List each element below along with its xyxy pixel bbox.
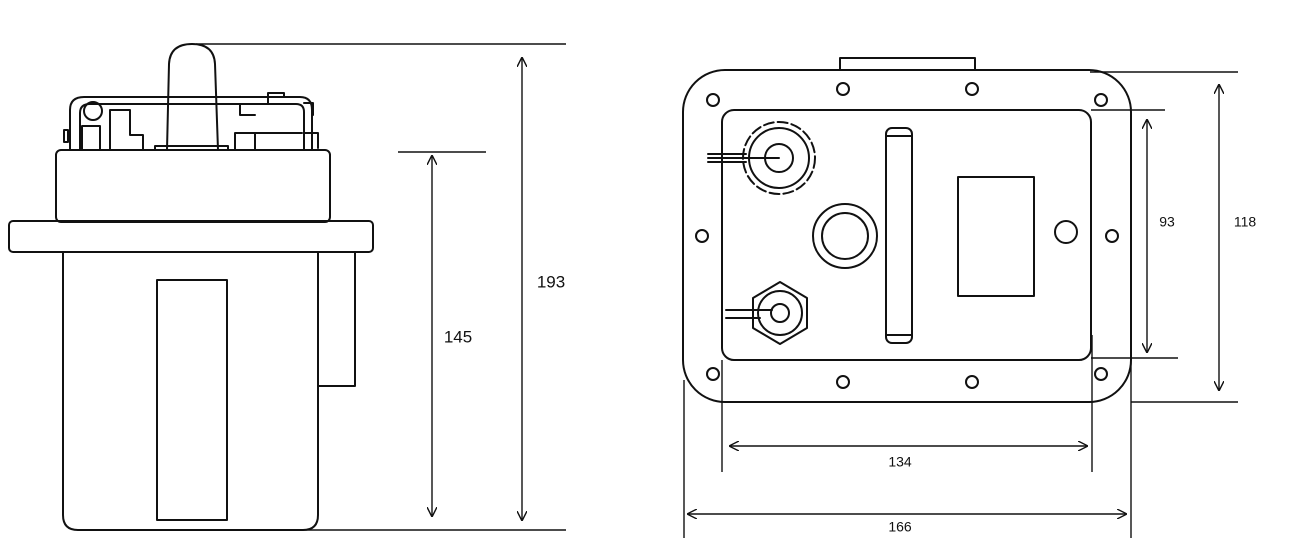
dimension-label-body-height: 145 [444, 327, 472, 346]
lower-body [62, 251, 319, 531]
handle-bar [885, 127, 913, 344]
label-window [957, 176, 1035, 297]
hex-nut-port [725, 281, 808, 345]
mounting-flange [8, 220, 374, 253]
side-dimensions: 193 145 [196, 43, 566, 531]
dimension-label-inner-height: 93 [1159, 214, 1175, 230]
knurled-cap [707, 121, 816, 195]
dimension-label-inner-width: 134 [888, 454, 912, 470]
side-box [317, 251, 356, 387]
top-dome [166, 43, 219, 151]
dimension-label-total-height: 193 [537, 272, 565, 291]
dimension-label-outer-width: 166 [888, 519, 912, 535]
ring-port [812, 203, 878, 269]
upper-housing [55, 149, 331, 223]
inner-recess [721, 109, 1092, 361]
sight-window [156, 279, 228, 521]
bracket-hole [83, 101, 103, 121]
outer-plate [682, 69, 1132, 403]
side-view [8, 43, 374, 531]
dimension-label-outer-height: 118 [1234, 214, 1257, 230]
mounting-holes [695, 82, 1119, 389]
front-view [682, 57, 1132, 403]
bracket-frame [69, 96, 313, 151]
small-port [1054, 220, 1078, 244]
front-dimensions: 118 93 134 166 [683, 71, 1257, 538]
